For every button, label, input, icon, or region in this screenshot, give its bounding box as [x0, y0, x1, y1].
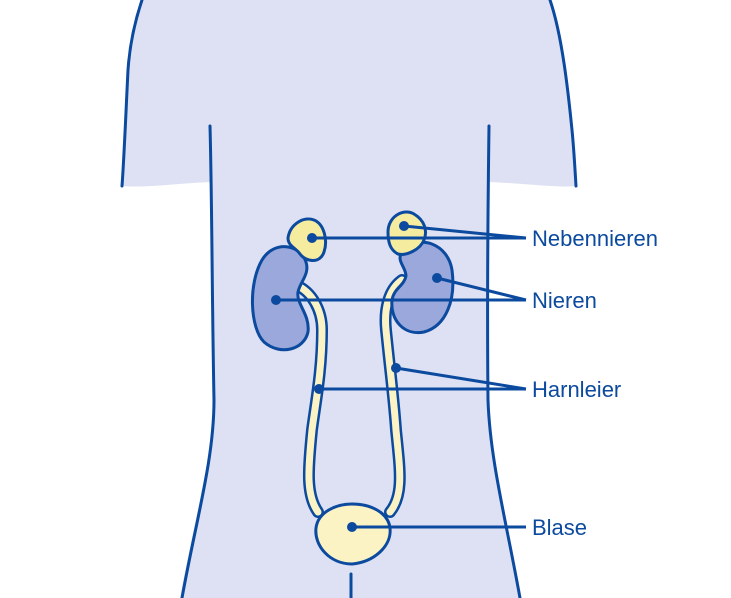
label-kidneys: Nieren	[532, 288, 597, 313]
dot-ureter-left	[314, 384, 324, 394]
dot-bladder	[347, 522, 357, 532]
dot-kidney-left	[271, 295, 281, 305]
right-ureter-inner	[382, 276, 406, 516]
torso-outline-right-side	[486, 124, 522, 598]
leader-adrenal-right	[403, 224, 527, 240]
label-bladder: Blase	[532, 515, 587, 540]
torso-outline-left-side	[180, 124, 216, 598]
leader-dots	[271, 221, 442, 532]
label-adrenal-glands: Nebennieren	[532, 226, 658, 251]
leader-kidney-right	[436, 276, 527, 302]
torso-outline-right-shoulder	[548, 0, 578, 188]
leader-lines	[276, 224, 527, 529]
torso-outline-left-shoulder	[120, 0, 144, 188]
dot-kidney-right	[432, 273, 442, 283]
dot-adrenal-right	[399, 221, 409, 231]
right-kidney	[390, 240, 455, 335]
left-adrenal-gland	[286, 217, 328, 262]
right-adrenal-gland	[386, 210, 428, 256]
leader-ureter-right	[395, 366, 527, 391]
label-ureters: Harnleier	[532, 377, 621, 402]
dot-adrenal-left	[307, 233, 317, 243]
dot-ureter-right	[391, 363, 401, 373]
